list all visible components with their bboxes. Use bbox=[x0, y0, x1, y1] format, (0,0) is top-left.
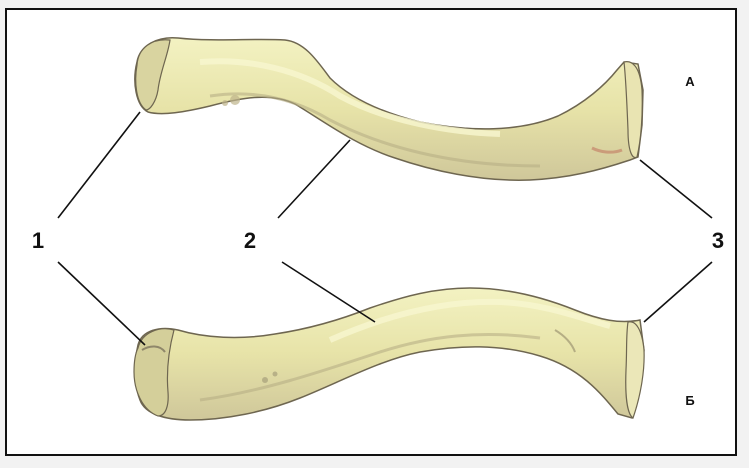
leader-line-2-to-view-b bbox=[282, 262, 375, 322]
clavicle-view-b bbox=[134, 288, 644, 420]
leader-line-3-to-view-b bbox=[644, 262, 712, 322]
view-label-b: Б bbox=[685, 393, 694, 408]
clavicle-b-sternal-end bbox=[626, 322, 644, 418]
clavicle-b-acromial-end bbox=[134, 329, 174, 416]
leader-line-3-to-view-a bbox=[640, 160, 712, 218]
leader-line-1-to-view-a bbox=[58, 112, 140, 218]
leader-line-2-to-view-a bbox=[278, 140, 350, 218]
part-label-1: 1 bbox=[32, 228, 44, 253]
leader-line-1-to-view-b bbox=[58, 262, 145, 345]
part-label-2: 2 bbox=[244, 228, 256, 253]
part-label-3: 3 bbox=[712, 228, 724, 253]
view-label-a: А bbox=[685, 74, 695, 89]
clavicle-b-body bbox=[135, 288, 644, 420]
clavicle-view-a bbox=[135, 38, 643, 180]
